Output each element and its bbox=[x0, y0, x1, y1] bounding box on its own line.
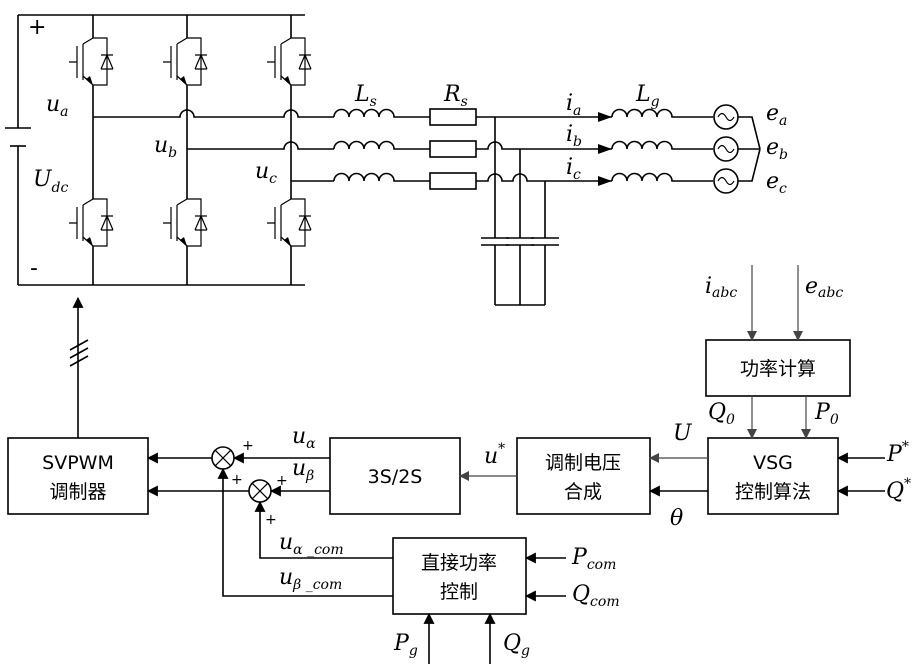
iabc-label: iabc bbox=[705, 274, 737, 301]
gate-bus-slashes bbox=[70, 340, 88, 366]
sum-junction-alpha bbox=[212, 447, 234, 469]
q-com-label: Qcom bbox=[572, 582, 620, 610]
igbt-c-lower bbox=[267, 199, 311, 246]
power-calc-block: 功率计算 bbox=[706, 340, 850, 396]
svpwm-line1: SVPWM bbox=[42, 452, 114, 474]
igbt-a-lower bbox=[69, 199, 113, 246]
grid-sources bbox=[714, 105, 760, 193]
uc-label: uc bbox=[255, 159, 277, 187]
direct-power-block: 直接功率 控制 bbox=[393, 538, 526, 614]
sum-sign-alpha-top: + bbox=[242, 438, 254, 454]
igbt-b-lower bbox=[163, 199, 207, 246]
current-arrows bbox=[598, 112, 612, 186]
modulation-line2: 合成 bbox=[564, 481, 602, 503]
current-ib-label: ib bbox=[566, 122, 582, 150]
direct-power-line1: 直接功率 bbox=[421, 552, 497, 574]
u-beta-com-label: uβ _com bbox=[279, 565, 342, 593]
filter-lines bbox=[476, 117, 612, 181]
sum-sign-beta-top: + bbox=[276, 473, 288, 489]
p0-label: P0 bbox=[814, 400, 839, 428]
svpwm-block: SVPWM 调制器 bbox=[8, 438, 148, 514]
theta-label: θ bbox=[670, 506, 683, 531]
sum-sign-beta-bottom: + bbox=[265, 512, 277, 528]
grid-ea-label: ea bbox=[766, 101, 787, 129]
resistor-rs bbox=[430, 109, 476, 189]
u-label: U bbox=[673, 421, 693, 446]
u-beta-label: uβ bbox=[292, 456, 314, 484]
lg-label: Lg bbox=[635, 82, 660, 110]
eabc-label: eabc bbox=[805, 274, 843, 301]
current-ia-label: ia bbox=[566, 91, 581, 119]
dc-minus-label: - bbox=[30, 256, 38, 281]
bridge-legs bbox=[93, 15, 291, 285]
pg-label: Pg bbox=[393, 631, 418, 659]
modulation-line1: 调制电压 bbox=[545, 452, 621, 474]
vsg-control-block: VSG 控制算法 bbox=[708, 438, 838, 514]
igbt-b-upper bbox=[163, 38, 207, 85]
svpwm-line2: 调制器 bbox=[49, 481, 106, 503]
transform-block: 3S/2S bbox=[330, 438, 460, 514]
modulation-voltage-block: 调制电压 合成 bbox=[517, 438, 650, 514]
grid-ec-label: ec bbox=[766, 169, 787, 197]
filter-capacitors bbox=[481, 117, 559, 305]
sum-sign-alpha-bottom: + bbox=[231, 472, 243, 488]
q0-label: Q0 bbox=[708, 400, 735, 428]
power-calc-label: 功率计算 bbox=[740, 358, 816, 380]
u-alpha-com-label: uα _com bbox=[279, 530, 344, 558]
direct-power-line2: 控制 bbox=[440, 581, 478, 603]
q-star-label: Q* bbox=[886, 476, 911, 504]
ls-label: Ls bbox=[354, 82, 377, 110]
dc-plus-label: + bbox=[28, 15, 46, 40]
inductor-lg bbox=[612, 110, 713, 182]
qg-label: Qg bbox=[503, 631, 530, 659]
ua-label: ua bbox=[46, 92, 69, 120]
p-com-label: Pcom bbox=[571, 545, 616, 573]
u-star-label: u* bbox=[484, 441, 505, 469]
rs-label: Rs bbox=[443, 82, 468, 110]
inductor-ls bbox=[334, 110, 430, 182]
sum-junction-beta bbox=[249, 480, 271, 502]
udc-label: Udc bbox=[33, 167, 69, 196]
transform-label: 3S/2S bbox=[368, 466, 423, 488]
p-star-label: P* bbox=[886, 439, 909, 467]
grid-eb-label: eb bbox=[766, 135, 788, 163]
igbt-c-upper bbox=[267, 38, 311, 85]
vsg-line2: 控制算法 bbox=[735, 481, 811, 503]
ub-label: ub bbox=[154, 133, 177, 161]
current-ic-label: ic bbox=[566, 155, 581, 183]
u-alpha-label: uα bbox=[292, 424, 316, 452]
phase-lines bbox=[93, 110, 334, 181]
vsg-line1: VSG bbox=[753, 452, 793, 474]
igbt-a-upper bbox=[69, 38, 113, 85]
